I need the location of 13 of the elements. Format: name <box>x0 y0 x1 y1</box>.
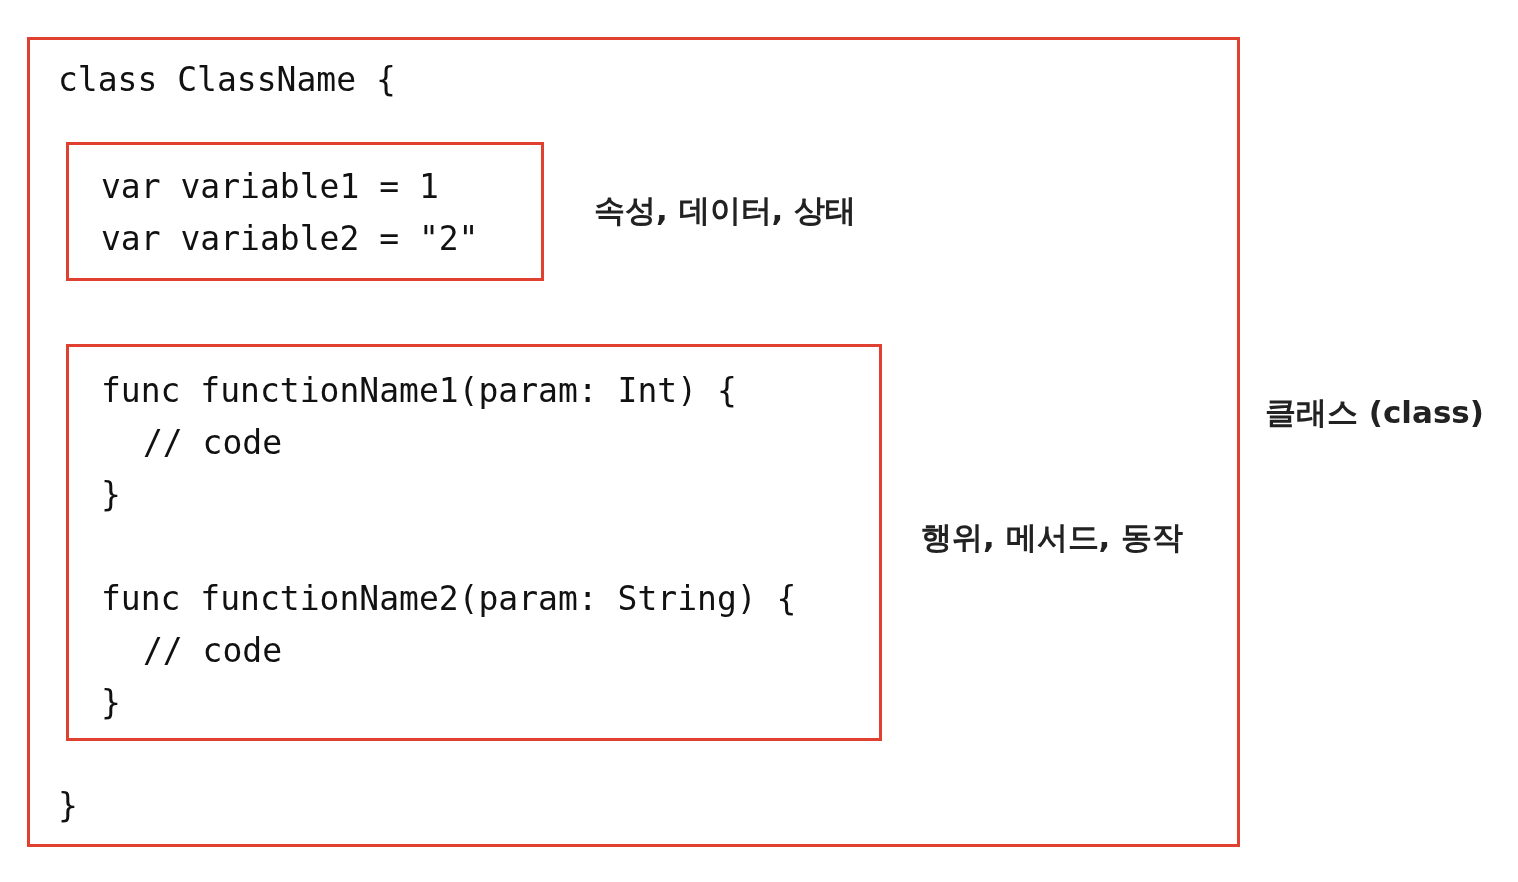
code-line: // code <box>143 630 283 672</box>
annotation-label: 클래스 (class) <box>1265 393 1484 432</box>
code-line: var variable2 = "2" <box>101 218 479 260</box>
code-line: class ClassName { <box>58 59 396 101</box>
code-line: // code <box>143 422 283 464</box>
code-line: var variable1 = 1 <box>101 166 439 208</box>
code-line: } <box>101 474 121 516</box>
annotation-label: 속성, 데이터, 상태 <box>594 191 857 230</box>
code-line: } <box>101 682 121 724</box>
code-line: func functionName1(param: Int) { <box>101 370 737 412</box>
code-line: } <box>58 785 78 827</box>
code-line: func functionName2(param: String) { <box>101 578 797 620</box>
annotation-label: 행위, 메서드, 동작 <box>921 518 1184 557</box>
